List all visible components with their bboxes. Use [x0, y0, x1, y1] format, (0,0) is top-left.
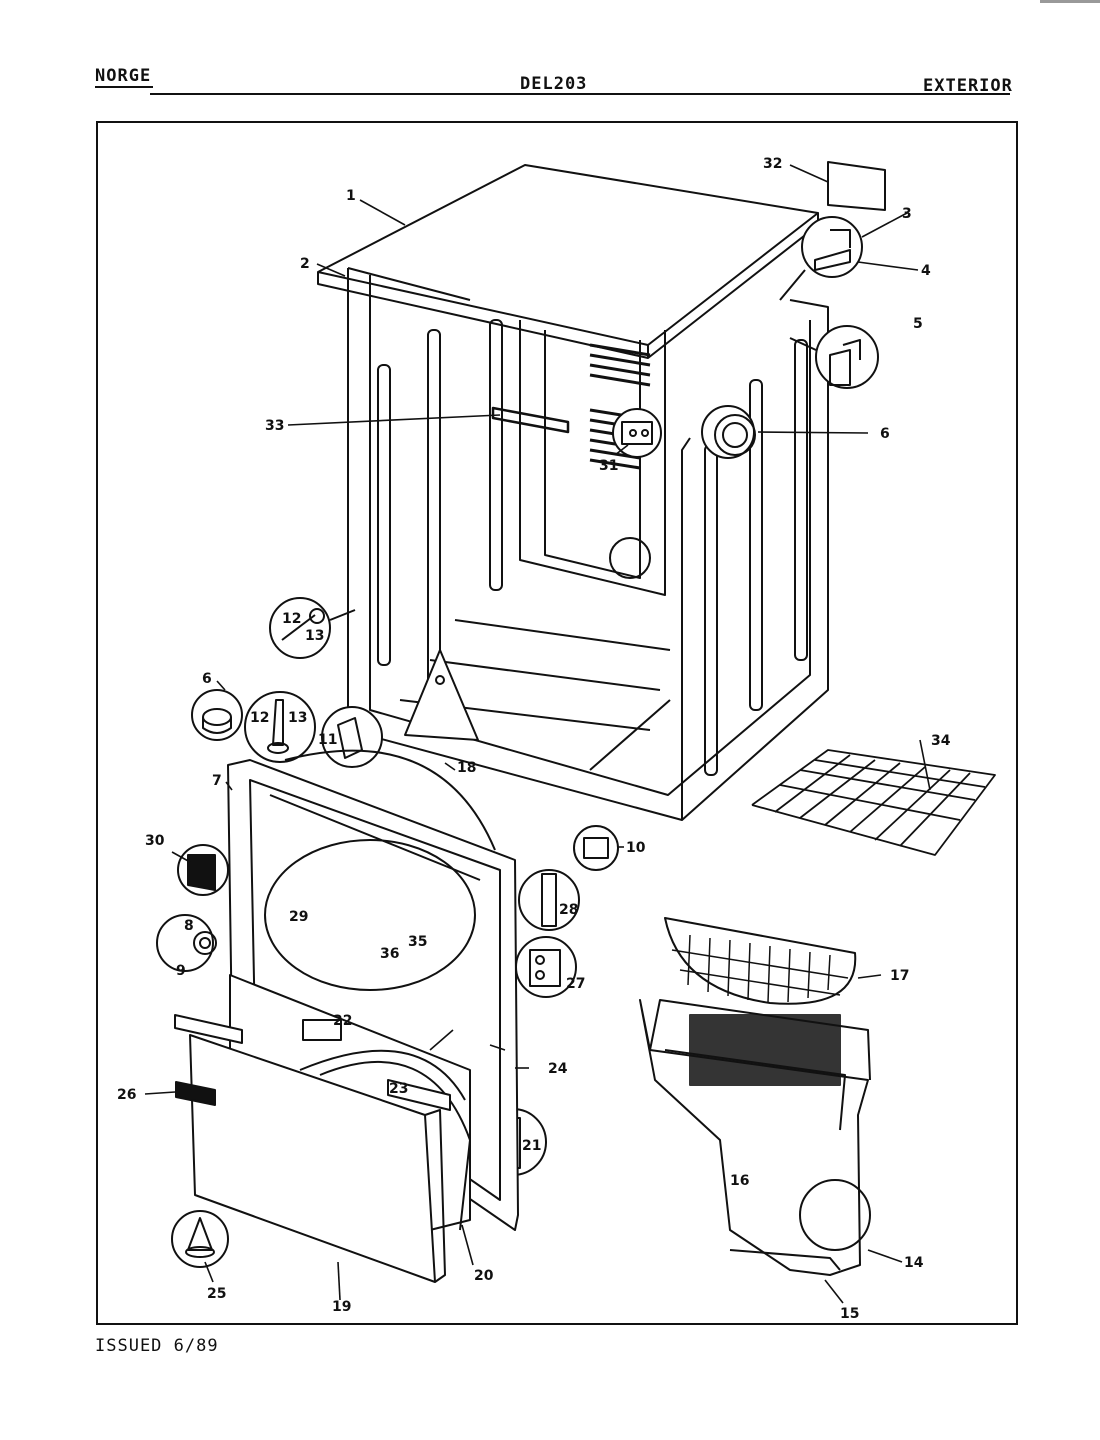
callout-11: 11: [318, 732, 337, 748]
callout-35: 35: [408, 934, 427, 950]
callout-19: 19: [332, 1299, 351, 1315]
callout-4: 4: [921, 263, 931, 279]
door-assembly: [174, 974, 471, 1283]
callout-26: 26: [117, 1087, 136, 1103]
callout-30: 30: [145, 833, 165, 849]
cabinet: [347, 267, 829, 821]
callout-34: 34: [931, 733, 951, 749]
callout-7: 7: [212, 773, 222, 789]
callout-12a: 12: [282, 611, 301, 627]
callout-13a: 13: [305, 628, 324, 644]
callout-21: 21: [522, 1138, 541, 1154]
callout-16: 16: [730, 1173, 749, 1189]
callout-1: 1: [346, 188, 356, 204]
callout-28: 28: [559, 902, 578, 918]
model-label: DEL203: [520, 74, 588, 94]
callout-2: 2: [300, 256, 310, 272]
callout-27: 27: [566, 976, 585, 992]
callout-20: 20: [474, 1268, 494, 1284]
callout-31: 31: [599, 458, 618, 474]
callout-33: 33: [265, 418, 284, 434]
callout-12b: 12: [250, 710, 269, 726]
leader-lines: [144, 164, 931, 1304]
callout-14: 14: [904, 1255, 924, 1271]
callout-15: 15: [840, 1306, 859, 1322]
callout-29: 29: [289, 909, 308, 925]
callout-22: 22: [333, 1013, 352, 1029]
callout-18: 18: [457, 760, 476, 776]
brand-underline: [95, 86, 153, 88]
callout-6b: 6: [202, 671, 212, 687]
brand-label: NORGE: [95, 66, 152, 86]
section-label: EXTERIOR: [923, 76, 1013, 96]
callout-24: 24: [548, 1061, 568, 1077]
issued-date: ISSUED 6/89: [95, 1336, 219, 1356]
callout-23: 23: [389, 1081, 408, 1097]
diagram-frame: [96, 121, 1018, 1325]
callout-8: 8: [184, 918, 194, 934]
base-toe-panel: [639, 999, 871, 1276]
callout-5: 5: [913, 316, 923, 332]
top-panel: [317, 164, 819, 359]
callout-labels: 1 2 3 4 5 6 6 7 8 9 10 11 12 13 12 13 14…: [117, 156, 951, 1322]
callout-10: 10: [626, 840, 646, 856]
callout-17: 17: [890, 968, 909, 984]
callout-25: 25: [207, 1286, 226, 1302]
callout-9: 9: [176, 963, 186, 979]
lint-filter: [664, 917, 857, 1005]
callout-3: 3: [902, 206, 912, 222]
callout-6a: 6: [880, 426, 890, 442]
callout-32: 32: [763, 156, 782, 172]
drying-rack: [751, 749, 996, 856]
header-rule: [150, 93, 1010, 95]
callout-13b: 13: [288, 710, 307, 726]
callout-36: 36: [380, 946, 399, 962]
scan-artifact: [1040, 0, 1100, 3]
